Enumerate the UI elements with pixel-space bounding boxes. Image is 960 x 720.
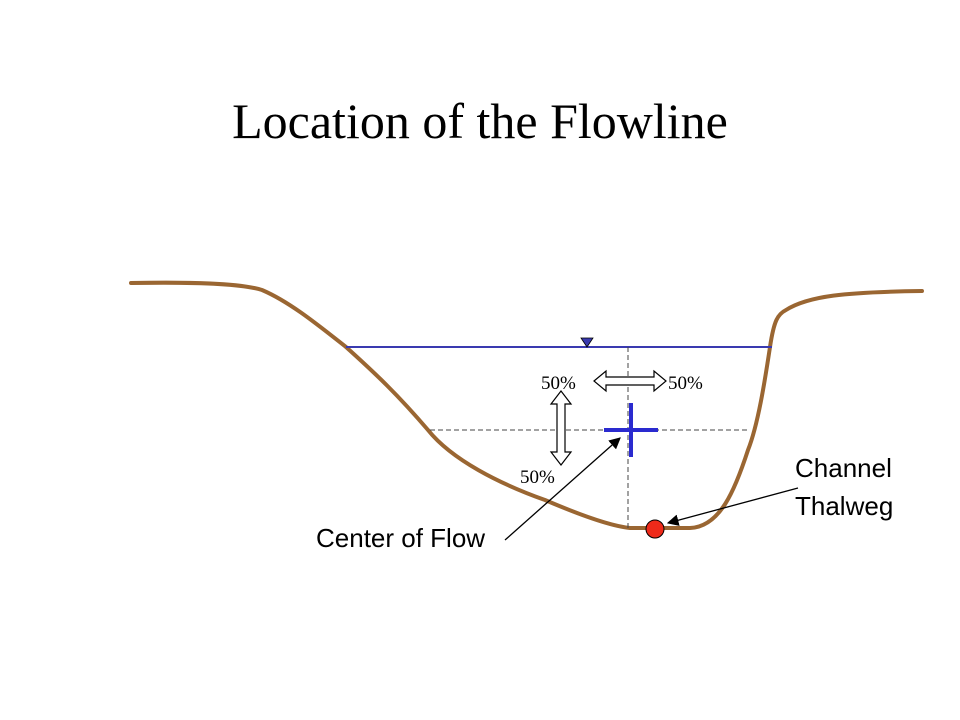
center-of-flow-leader-arrow [504, 437, 621, 541]
water-surface-triangle [580, 337, 594, 348]
thalweg-label-line2: Thalweg [795, 491, 893, 521]
horizontal-left-pct-label: 50% [541, 373, 576, 394]
thalweg-leader-arrow [666, 487, 799, 526]
horizontal-double-arrow [593, 369, 667, 393]
center-of-flow-label: Center of Flow [316, 523, 485, 553]
horizontal-right-pct-label: 50% [668, 373, 703, 394]
slide-title: Location of the Flowline [232, 93, 728, 149]
vertical-double-arrow [549, 390, 573, 466]
thalweg-label-line1: Channel [795, 453, 892, 483]
thalweg-marker [645, 519, 665, 539]
vertical-lower-pct-label: 50% [520, 467, 555, 488]
channel-bed [129, 280, 924, 530]
